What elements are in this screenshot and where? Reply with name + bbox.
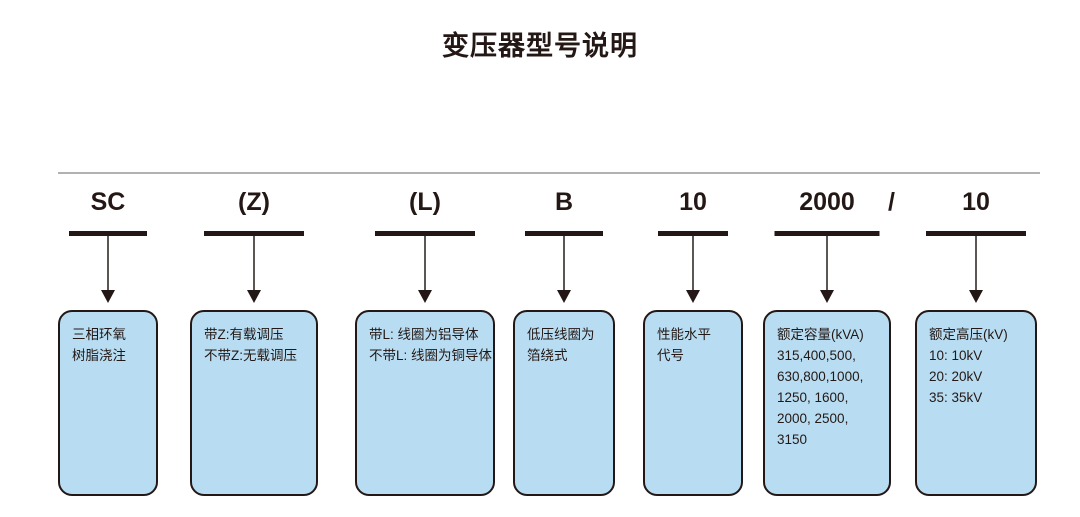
arrow-down-icon [101,290,115,303]
segment-underline [926,231,1026,236]
ratio-separator: / [888,188,895,216]
description-line: 带L: 线圈为铝导体 [369,327,479,342]
description-line: 性能水平 [657,327,711,342]
segment-code: SC [90,188,126,216]
page-title: 变压器型号说明 [442,31,638,61]
description-line: 20: 20kV [929,369,983,384]
description-line: 带Z:有载调压 [204,327,284,342]
segment-underline [375,231,475,236]
segment-code: 10 [962,188,990,216]
description-line: 额定高压(kV) [929,327,1008,342]
arrow-stem [253,236,255,292]
segment-code: (Z) [238,188,270,216]
description-line: 不带L: 线圈为铜导体 [369,348,493,363]
segment-description-box: 额定高压(kV) 10: 10kV 20: 20kV 35: 35kV [915,310,1037,496]
description-line: 额定容量(kVA) [777,327,864,342]
description-line: 10: 10kV [929,348,983,363]
segment-description-box: 性能水平代号 [643,310,743,496]
segment-underline [204,231,304,236]
description-line: 三相环氧 [72,327,126,342]
segment-description-box: 带Z:有载调压不带Z:无载调压 [190,310,318,496]
arrow-stem [975,236,977,292]
segment-underline [69,231,147,236]
arrow-down-icon [418,290,432,303]
description-line: 树脂浇注 [72,348,126,363]
arrow-stem [107,236,109,292]
segment-description-box: 三相环氧树脂浇注 [58,310,158,496]
segment-code: 10 [679,188,707,216]
description-line: 35: 35kV [929,390,983,405]
segment-underline [525,231,603,236]
description-line: 不带Z:无载调压 [204,348,297,363]
arrow-stem [692,236,694,292]
arrow-down-icon [969,290,983,303]
arrow-stem [826,236,828,292]
arrow-stem [563,236,565,292]
header-divider [58,172,1040,174]
arrow-down-icon [557,290,571,303]
description-line: 3150 [777,432,808,447]
description-line: 箔绕式 [527,348,568,363]
description-line: 630,800,1000, [777,369,864,384]
arrow-down-icon [247,290,261,303]
segment-underline [658,231,728,236]
segment-underline [774,231,880,236]
arrow-down-icon [820,290,834,303]
description-line: 1250, 1600, [777,390,849,405]
segment-code: B [554,188,574,216]
arrow-down-icon [686,290,700,303]
description-line: 低压线圈为 [527,327,595,342]
segment-description-box: 低压线圈为箔绕式 [513,310,615,496]
segment-description-box: 带L: 线圈为铝导体不带L: 线圈为铜导体 [355,310,495,496]
segment-description-box: 额定容量(kVA) 315,400,500, 630,800,1000, 1250, … [763,310,891,496]
segment-code: (L) [409,188,441,216]
description-line: 315,400,500, [777,348,856,363]
segment-code: 2000 [799,188,855,216]
description-line: 2000, 2500, [777,411,849,426]
arrow-stem [424,236,426,292]
description-line: 代号 [657,348,684,363]
